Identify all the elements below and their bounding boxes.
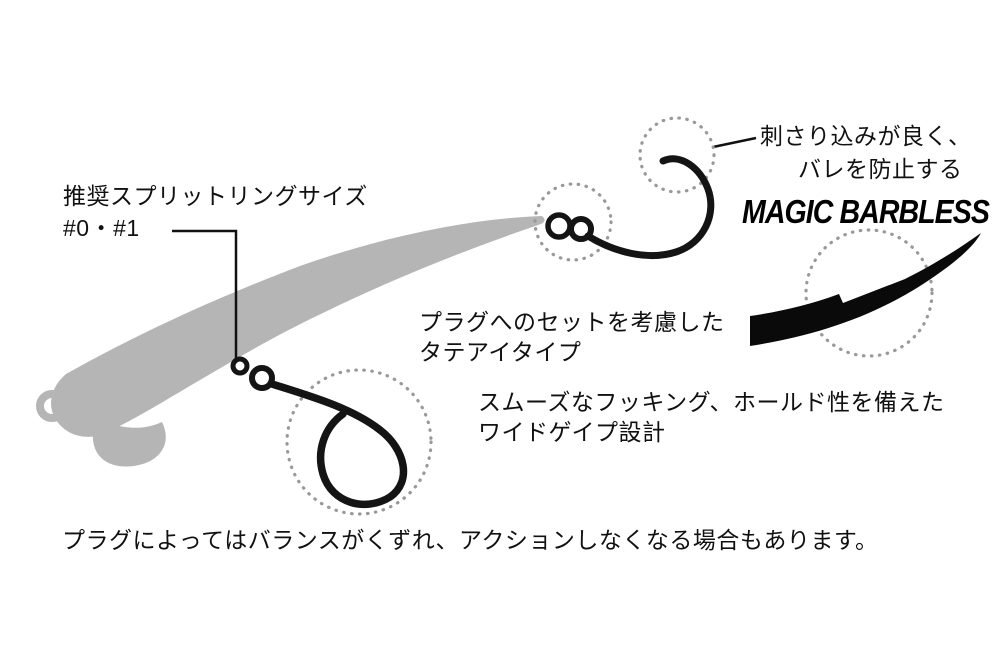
belly-hook-eye bbox=[249, 365, 275, 391]
rear-hook-eye bbox=[568, 216, 594, 242]
magic-barbless-logo: MAGIC BARBLESS bbox=[742, 193, 990, 231]
eye-type-annotation-line2: タテアイタイプ bbox=[419, 339, 582, 365]
penetration-annotation-line1: 刺さり込みが良く、 bbox=[760, 123, 972, 149]
lure-body bbox=[51, 216, 545, 437]
split-ring-annotation-line2: #0・#1 bbox=[63, 215, 140, 241]
split-ring-callout-line bbox=[172, 229, 238, 362]
hook-point-closeup bbox=[750, 233, 981, 346]
lure-fin bbox=[92, 418, 166, 467]
split-ring-annotation-line1: 推奨スプリットリングサイズ bbox=[63, 183, 368, 209]
rear-hook-illustration bbox=[545, 155, 715, 260]
rear-split-ring bbox=[545, 212, 573, 240]
belly-hook-bend bbox=[268, 380, 408, 509]
eye-type-annotation-line1: プラグへのセットを考慮した bbox=[419, 309, 725, 335]
dotted-circle-belly-hook bbox=[285, 368, 433, 516]
lure-illustration bbox=[36, 216, 545, 467]
gape-annotation-line2: ワイドゲイプ設計 bbox=[478, 419, 666, 445]
lure-nose-ring bbox=[36, 390, 68, 422]
belly-hook-illustration bbox=[249, 365, 408, 509]
dotted-circle-rear-eye bbox=[533, 182, 613, 262]
footer-disclaimer: プラグによってはバランスがくずれ、アクションしなくなる場合もあります。 bbox=[62, 527, 879, 553]
rear-hook-bend bbox=[584, 155, 715, 260]
dotted-circle-hook-point bbox=[638, 116, 716, 194]
dotted-circle-closeup bbox=[804, 228, 934, 358]
gape-annotation-line1: スムーズなフッキング、ホールド性を備えた bbox=[478, 389, 945, 415]
penetration-annotation-line2: バレを防止する bbox=[798, 156, 963, 182]
penetration-callout-line bbox=[712, 136, 757, 149]
lure-belly-hanger bbox=[230, 356, 250, 376]
